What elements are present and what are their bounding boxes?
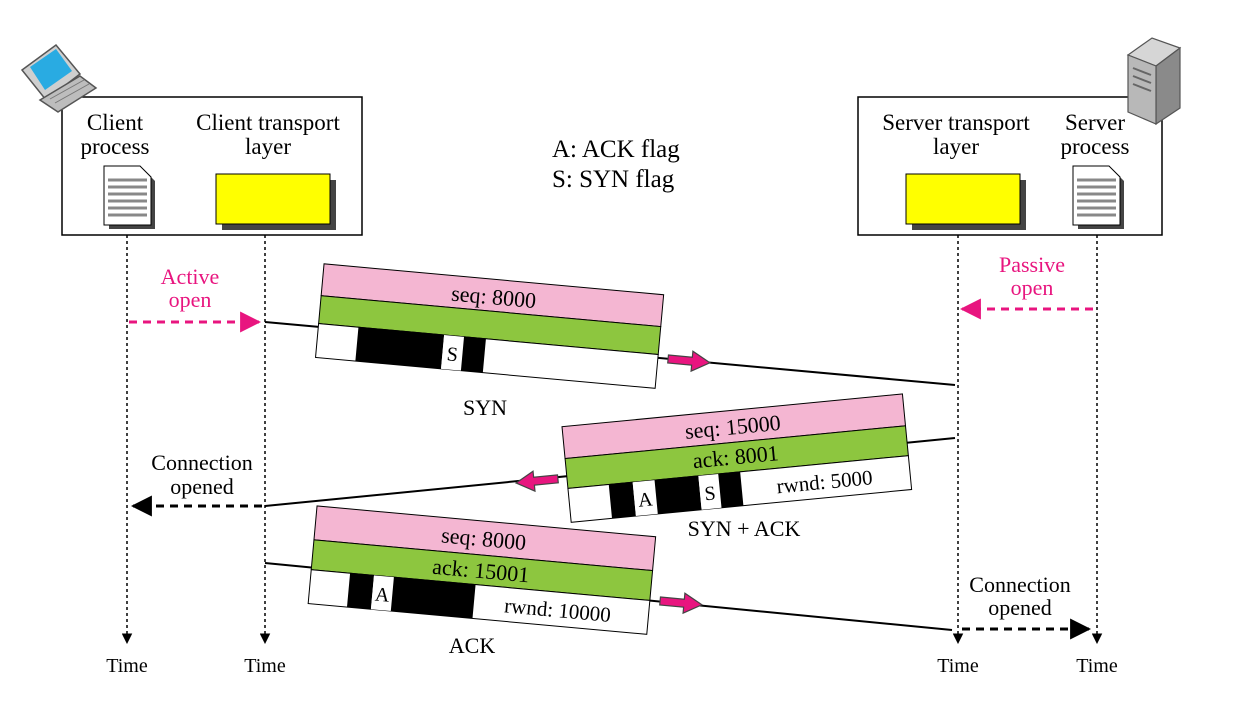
synack-segment: seq: 15000 ack: 8001 A S rwnd: 5000 xyxy=(561,393,913,523)
syn-direction-arrow-icon xyxy=(667,350,712,373)
active-open-label-1: Active xyxy=(161,264,220,289)
active-open-label-2: open xyxy=(169,287,212,312)
passive-open-label-1: Passive xyxy=(999,252,1065,277)
client-document-icon xyxy=(103,165,155,229)
syn-flag-s: S xyxy=(446,343,459,366)
server-tower-icon xyxy=(1126,37,1182,126)
client-transport-block xyxy=(215,173,336,230)
client-process-label-1: Client xyxy=(87,110,144,135)
synack-segment-name: SYN + ACK xyxy=(688,516,801,541)
synack-flag-a: A xyxy=(637,488,654,511)
server-connection-opened-label-2: opened xyxy=(988,595,1052,620)
time-label-client-transport: Time xyxy=(244,655,286,677)
time-label-server-transport: Time xyxy=(937,655,979,677)
client-connection-opened-label-2: opened xyxy=(170,474,234,499)
server-process-label-1: Server xyxy=(1065,110,1125,135)
server-document-icon xyxy=(1072,165,1124,229)
laptop-icon xyxy=(20,43,98,113)
ack-segment-name: ACK xyxy=(449,633,496,658)
ack-segment: seq: 8000 ack: 15001 A rwnd: 10000 xyxy=(307,505,657,635)
passive-open-label-2: open xyxy=(1011,275,1054,300)
server-process-label-2: process xyxy=(1061,134,1130,159)
legend-ack-flag: A: ACK flag xyxy=(552,136,680,163)
server-connection-opened-label-1: Connection xyxy=(969,572,1070,597)
timelines xyxy=(121,235,1103,645)
time-label-client-process: Time xyxy=(106,655,148,677)
synack-direction-arrow-icon xyxy=(514,470,559,493)
syn-segment: seq: 8000 S xyxy=(314,263,665,389)
client-transport-label-2: layer xyxy=(245,134,291,159)
ack-direction-arrow-icon xyxy=(659,592,704,615)
legend-syn-flag: S: SYN flag xyxy=(552,166,675,193)
server-transport-label-1: Server transport xyxy=(882,110,1030,135)
syn-segment-name: SYN xyxy=(463,395,507,420)
time-label-server-process: Time xyxy=(1076,655,1118,677)
ack-flag-a: A xyxy=(374,584,391,607)
synack-flag-s: S xyxy=(704,482,717,505)
client-transport-label-1: Client transport xyxy=(196,110,340,135)
server-transport-block xyxy=(905,173,1026,230)
client-connection-opened-label-1: Connection xyxy=(151,450,252,475)
server-transport-label-2: layer xyxy=(933,134,979,159)
client-process-label-2: process xyxy=(81,134,150,159)
